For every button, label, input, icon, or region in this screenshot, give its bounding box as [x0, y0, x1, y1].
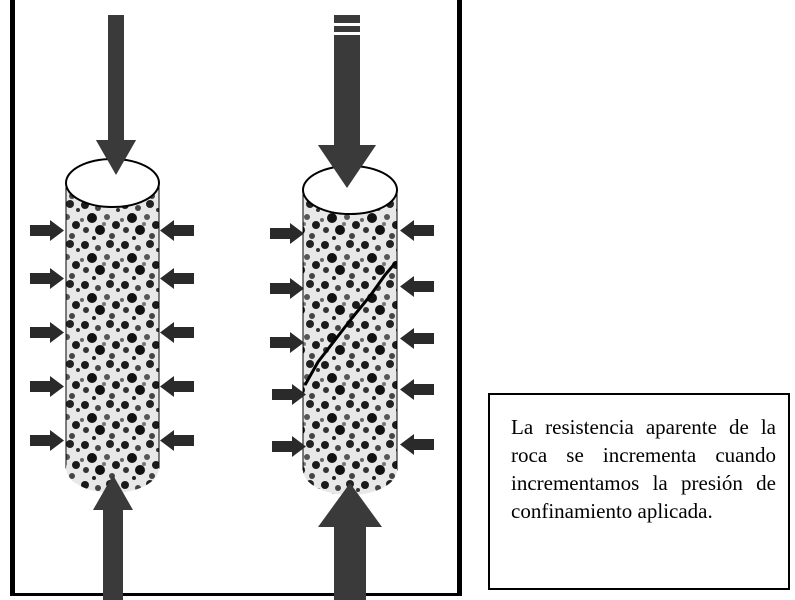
right-axial-arrow-bottom [318, 483, 382, 600]
left-confining-arrows-right [160, 220, 194, 451]
left-confining-arrows-left [30, 220, 64, 451]
figure-frame [10, 0, 462, 596]
right-confining-arrows-right [400, 220, 434, 455]
left-axial-arrow-bottom [93, 475, 133, 600]
caption-box: La resistencia aparente de la roca se in… [488, 393, 790, 590]
right-rock-specimen [302, 189, 398, 471]
caption-text: La resistencia aparente de la roca se in… [511, 415, 776, 523]
shear-fracture [303, 261, 398, 386]
left-rock-specimen [65, 182, 160, 469]
right-confining-arrows-left [270, 223, 306, 457]
